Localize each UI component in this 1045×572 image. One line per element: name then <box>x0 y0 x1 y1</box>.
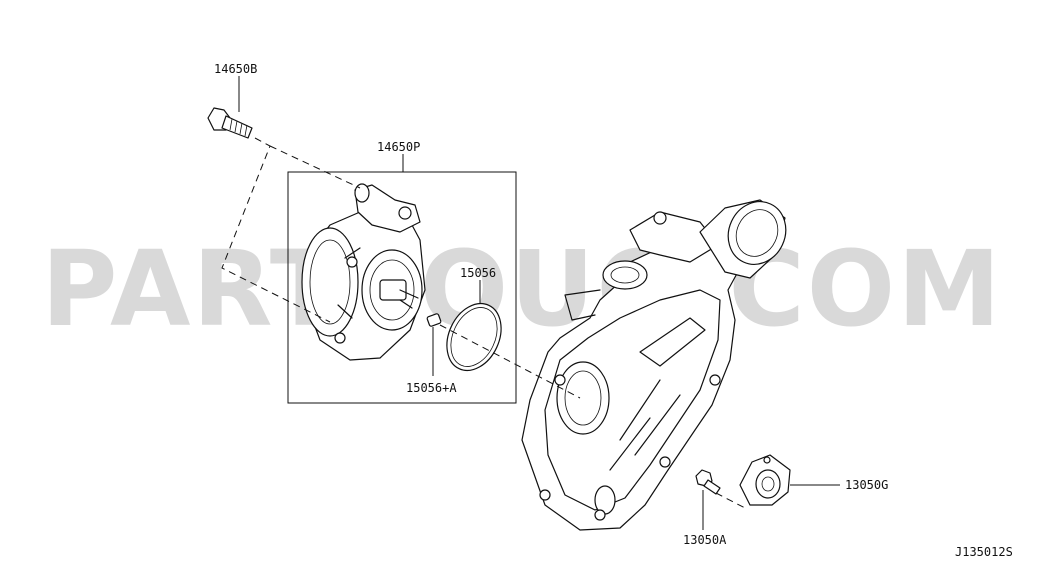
small-cover-part <box>739 454 791 506</box>
label-o-ring: 15056 <box>460 266 496 280</box>
label-cover-bolt: 13050A <box>683 533 727 547</box>
diagram-code: J135012S <box>955 545 1013 559</box>
vacuum-pump-assembly <box>301 183 426 361</box>
label-vacuum-pump: 14650P <box>377 140 420 154</box>
label-bolt-top: 14650B <box>214 62 257 76</box>
watermark-text: PARTSOUQ.COM <box>41 228 1002 350</box>
cover-bolt-part <box>695 469 721 495</box>
leader-lines <box>238 76 840 530</box>
pump-callout-box <box>287 171 517 404</box>
alignment-lines <box>221 137 746 509</box>
o-ring-part <box>446 302 502 372</box>
small-seal-part <box>426 313 442 327</box>
label-cover: 13050G <box>845 478 888 492</box>
label-o-ring-small: 15056+A <box>406 381 457 395</box>
timing-cover-housing <box>521 199 787 531</box>
bolt-top-part <box>207 107 253 139</box>
